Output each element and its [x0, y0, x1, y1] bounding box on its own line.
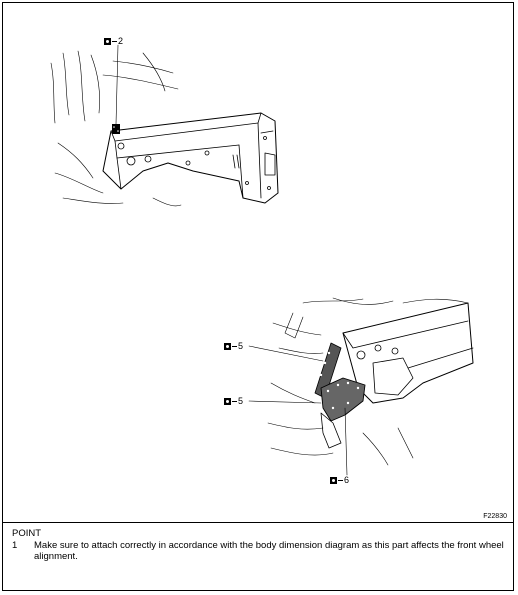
figure-id: F22830 [483, 513, 507, 520]
callout-number: 2 [118, 36, 124, 46]
callout-2: 2 [104, 37, 123, 46]
point-item-text: Make sure to attach correctly in accorda… [34, 540, 504, 562]
callout-number: 6 [344, 475, 350, 485]
callout-dash [232, 346, 237, 347]
point-title: POINT [12, 528, 42, 539]
callout-number: 5 [238, 341, 244, 351]
lower-side-member-drawing [248, 297, 474, 476]
callout-6: 6 [330, 476, 349, 485]
illustration-area: 2 5 5 6 F22830 [3, 3, 513, 523]
point-item-number: 1 [12, 540, 18, 551]
spot-weld-icon [224, 398, 231, 405]
frame-rail-illustration [50, 44, 474, 476]
divider [3, 522, 513, 523]
callout-dash [338, 480, 343, 481]
upper-side-member-drawing [50, 44, 279, 207]
point-item: 1 Make sure to attach correctly in accor… [12, 540, 507, 562]
point-section: POINT 1 Make sure to attach correctly in… [12, 528, 507, 562]
spot-weld-icon [224, 343, 231, 350]
callout-dash [112, 41, 117, 42]
callout-number: 5 [238, 396, 244, 406]
callout-dash [232, 401, 237, 402]
callout-5-lower: 5 [224, 397, 243, 406]
spot-weld-icon [104, 38, 111, 45]
callout-5-upper: 5 [224, 342, 243, 351]
spot-weld-icon [330, 477, 337, 484]
page-frame: 2 5 5 6 F22830 POINT 1 Make sure to atta… [2, 2, 514, 591]
